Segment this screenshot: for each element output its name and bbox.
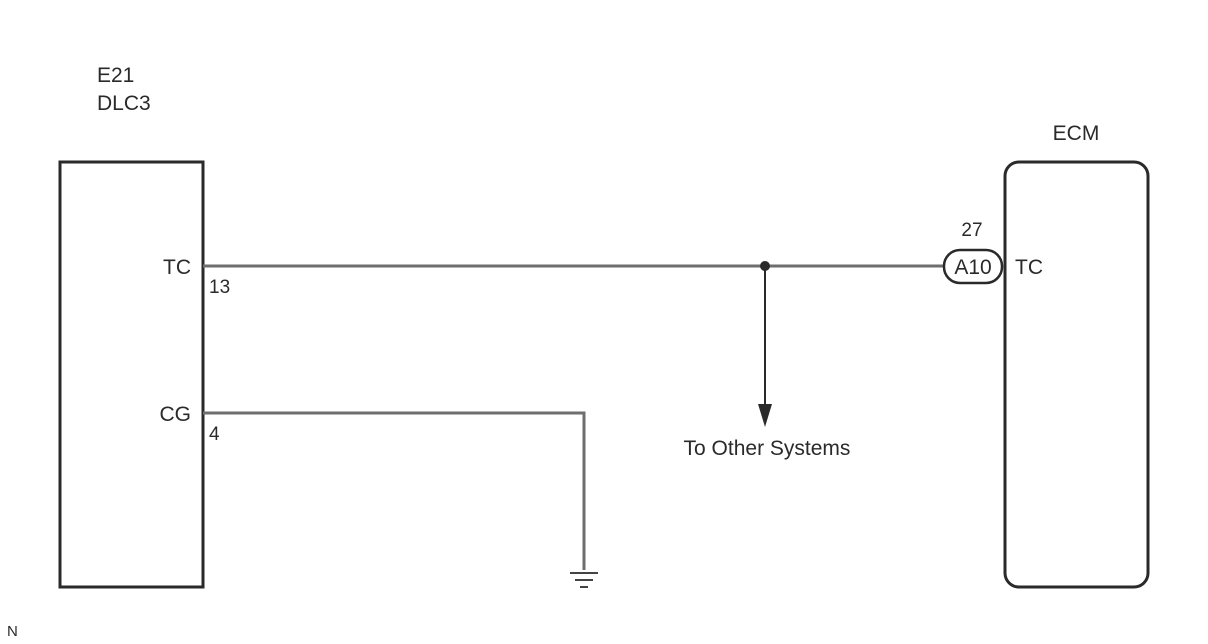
ecm-block [1003, 160, 1150, 589]
branch-label: To Other Systems [684, 437, 851, 460]
ecm-connector-badge [942, 248, 1004, 285]
dlc3-connector-id: E21 [97, 64, 134, 87]
dlc3-pin-tc-label: TC [163, 256, 191, 279]
cg-wire [203, 411, 586, 570]
branch-arrow-icon [758, 404, 772, 427]
ecm-name: ECM [1053, 122, 1100, 145]
ecm-pin-label: TC [1015, 256, 1043, 279]
ecm-connector-code: A10 [954, 256, 991, 279]
dlc3-block [58, 160, 205, 589]
dlc3-pin-cg-label: CG [160, 403, 192, 426]
ground-icon [570, 572, 598, 588]
footer-mark: N [7, 623, 18, 640]
dlc3-pin-cg-number: 4 [209, 424, 220, 445]
dlc3-pin-tc-number: 13 [209, 277, 230, 298]
ecm-pin-number: 27 [961, 220, 982, 241]
dlc3-name: DLC3 [97, 92, 151, 115]
